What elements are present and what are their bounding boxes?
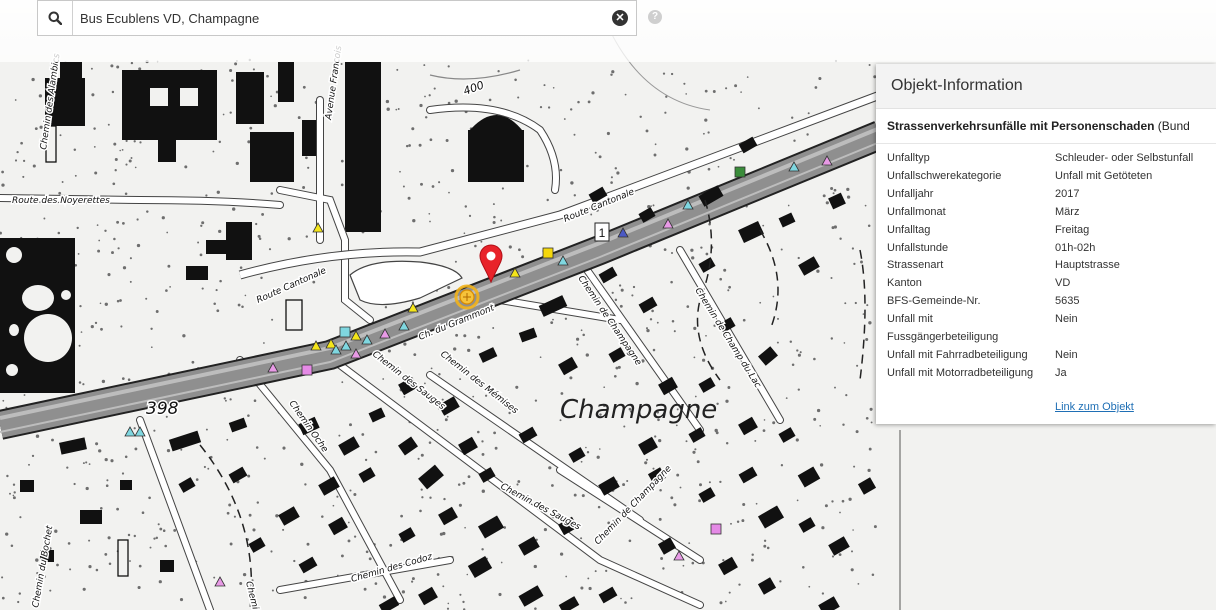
attribute-row: Unfall mit Motorradbeteiligung Ja xyxy=(887,365,1193,383)
attribute-key: Unfall mit Fussgängerbeteiligung xyxy=(887,311,1055,347)
accident-symbol[interactable] xyxy=(788,161,800,172)
accident-symbol[interactable] xyxy=(361,334,373,345)
attribute-value: Ja xyxy=(1055,366,1067,379)
accident-symbol[interactable] xyxy=(124,426,136,437)
accident-symbol[interactable] xyxy=(542,247,554,259)
accident-symbol[interactable] xyxy=(821,155,833,166)
attribute-value: Hauptstrasse xyxy=(1055,259,1120,272)
attribute-key: Unfallmonat xyxy=(887,204,1055,222)
attribute-key-text: BFS-Gemeinde-Nr. xyxy=(887,295,981,308)
attribute-row: Unfallschwerekategorie Unfall mit Getötet… xyxy=(887,168,1193,186)
accident-symbol[interactable] xyxy=(267,362,279,373)
accident-symbol[interactable] xyxy=(340,340,352,351)
route-1-shield: 1 xyxy=(594,222,610,242)
attribute-row: Unfall mit Fahrradbeteiligung Nein xyxy=(887,347,1193,365)
attribute-row: Unfallmonat März xyxy=(887,204,1193,222)
attribute-key: Unfall mit Fahrradbeteiligung xyxy=(887,347,1055,365)
accident-symbol[interactable] xyxy=(350,330,362,341)
attribute-value: VD xyxy=(1055,277,1071,290)
attribute-key-text: Unfall mit Motorradbeteiligung xyxy=(887,366,1034,379)
attribute-key: BFS-Gemeinde-Nr. xyxy=(887,293,1055,311)
attribute-key-text: Unfalltag xyxy=(887,223,931,236)
attribute-key: Kanton xyxy=(887,275,1055,293)
selected-accident-highlight[interactable] xyxy=(454,284,480,310)
accident-symbol[interactable] xyxy=(339,326,351,338)
accident-symbol[interactable] xyxy=(673,550,685,561)
search-bar: ✕ ? xyxy=(0,0,1216,62)
attribute-row: Unfallstunde 01h-02h xyxy=(887,240,1193,258)
layer-title: Strassenverkehrsunfälle mit Personenscha… xyxy=(887,119,1155,133)
attribute-value: Unfall mit Getöteten xyxy=(1055,169,1153,182)
street-label: Route des Noyerettes xyxy=(12,196,110,206)
accident-symbol[interactable] xyxy=(214,576,226,587)
road-number-398: 398 xyxy=(146,399,179,419)
attribute-key-text: Unfallstunde xyxy=(887,241,949,254)
attribute-key: Unfallschwerekategorie xyxy=(887,168,1055,186)
layer-suffix: (Bund xyxy=(1157,119,1190,133)
accident-symbol[interactable] xyxy=(398,320,410,331)
attribute-key: Strassenart xyxy=(887,257,1055,275)
attribute-key-text: Unfall mit Fahrradbeteiligung xyxy=(887,348,1028,361)
attribute-key-text: Unfall mit Fussgängerbeteiligung xyxy=(887,313,999,344)
accident-symbol[interactable] xyxy=(325,338,337,349)
accident-symbol[interactable] xyxy=(310,340,322,351)
attribute-row: Unfalljahr 2017 xyxy=(887,186,1193,204)
attribute-key-text: Unfalljahr xyxy=(887,187,934,200)
attribute-value: März xyxy=(1055,205,1080,218)
object-link[interactable]: Link zum Objekt xyxy=(1055,401,1134,413)
attribute-key: Unfalltag xyxy=(887,222,1055,240)
search-input[interactable] xyxy=(74,1,606,35)
accident-symbol[interactable] xyxy=(710,523,722,535)
layer-name: Strassenverkehrsunfälle mit Personenscha… xyxy=(876,109,1216,144)
attribute-key-text: Unfallschwerekategorie xyxy=(887,169,1002,182)
attribute-row: Unfall mit Fussgängerbeteiligung Nein xyxy=(887,311,1193,347)
attribute-row: Unfalltyp Schleuder- oder Selbstunfall xyxy=(887,150,1193,168)
search-box[interactable]: ✕ xyxy=(37,0,637,36)
attribute-row: BFS-Gemeinde-Nr. 5635 xyxy=(887,293,1193,311)
attribute-key: Unfall mit Motorradbeteiligung xyxy=(887,365,1055,383)
search-icon[interactable] xyxy=(38,1,73,35)
accident-symbol[interactable] xyxy=(330,344,342,355)
attribute-value: 2017 xyxy=(1055,187,1080,200)
close-icon[interactable]: ✕ xyxy=(612,10,628,26)
attribute-key: Unfallstunde xyxy=(887,240,1055,258)
attribute-key: Unfalljahr xyxy=(887,186,1055,204)
accident-symbol[interactable] xyxy=(134,426,146,437)
attribute-value: Nein xyxy=(1055,313,1078,326)
accident-symbol[interactable] xyxy=(379,328,391,339)
accident-symbol[interactable] xyxy=(350,348,362,359)
panel-title: Objekt-Information xyxy=(876,64,1216,109)
attribute-key-text: Strassenart xyxy=(887,259,944,272)
attribute-key-text: Unfalltyp xyxy=(887,152,930,164)
accident-symbol[interactable] xyxy=(682,199,694,210)
place-label: Champagne xyxy=(560,395,717,425)
accident-symbol[interactable] xyxy=(509,267,521,278)
attribute-key: Unfalltyp xyxy=(887,150,1055,168)
accident-symbol[interactable] xyxy=(557,255,569,266)
attribute-key-text: Unfallmonat xyxy=(887,205,946,218)
accident-symbol[interactable] xyxy=(407,302,419,313)
question-icon[interactable]: ? xyxy=(648,10,662,24)
accident-symbol[interactable] xyxy=(662,218,674,229)
attribute-value: Freitag xyxy=(1055,223,1090,236)
attribute-row: Unfalltag Freitag xyxy=(887,222,1193,240)
location-marker-icon[interactable] xyxy=(479,244,503,284)
accident-symbol[interactable] xyxy=(301,364,313,376)
attribute-value: Schleuder- oder Selbstunfall xyxy=(1055,152,1194,164)
attribute-value: 5635 xyxy=(1055,295,1080,308)
attribute-value: Nein xyxy=(1055,348,1078,361)
attribute-value: 01h-02h xyxy=(1055,241,1096,254)
svg-text:1: 1 xyxy=(599,226,606,240)
accident-symbol[interactable] xyxy=(734,166,746,178)
attribute-row: Strassenart Hauptstrasse xyxy=(887,257,1193,275)
attribute-key-text: Kanton xyxy=(887,277,922,290)
object-info-panel: Objekt-Information Strassenverkehrsunfäl… xyxy=(876,64,1216,424)
attribute-row: Kanton VD xyxy=(887,275,1193,293)
accident-symbol[interactable] xyxy=(312,222,324,233)
accident-symbol[interactable] xyxy=(617,227,629,238)
